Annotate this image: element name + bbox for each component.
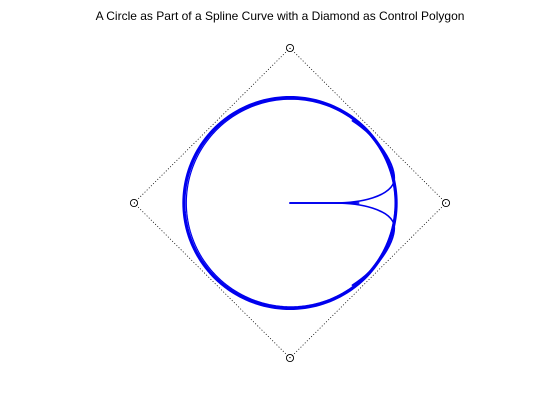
control-point-marker [441, 198, 451, 208]
control-point-marker [285, 353, 295, 363]
control-polygon-edge [289, 47, 447, 204]
circle-arc [182, 96, 398, 310]
curve-entry-branch [289, 202, 394, 223]
control-point-markers [129, 43, 451, 363]
control-point-marker [129, 198, 139, 208]
spline-curve [182, 96, 398, 310]
control-polygon-edge [133, 202, 291, 359]
control-polygon-edge [133, 47, 291, 204]
curve-entry-branch [289, 183, 394, 204]
control-polygon [133, 47, 447, 359]
figure-title: A Circle as Part of a Spline Curve with … [95, 9, 465, 23]
curve-loop [351, 120, 395, 186]
control-polygon-edge [289, 202, 447, 359]
curve-loop [351, 220, 395, 286]
control-point-marker [285, 43, 295, 53]
circle-arc-inner [185, 98, 396, 308]
